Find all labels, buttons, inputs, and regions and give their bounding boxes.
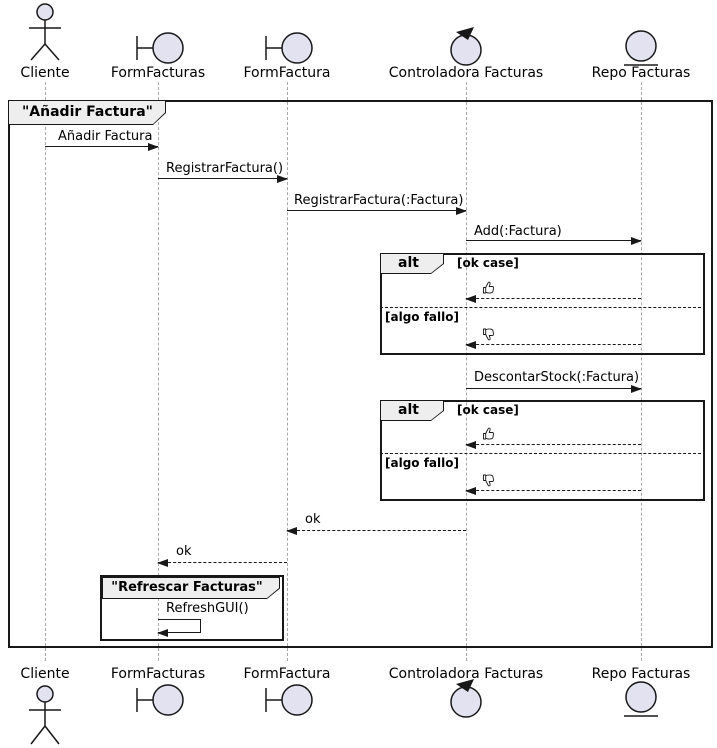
- participant-label: Cliente: [20, 65, 70, 81]
- frame-title-tab: [8, 100, 166, 125]
- boundary-icon: [136, 684, 184, 716]
- frame-title: "Añadir Factura": [22, 104, 153, 120]
- message-label: DescontarStock(:Factura): [474, 370, 640, 385]
- participant-label: FormFacturas: [110, 65, 206, 81]
- message-arrow: [466, 237, 642, 245]
- participant-label: Cliente: [20, 666, 70, 682]
- message-label: RefreshGUI(): [166, 601, 249, 616]
- participant-label: FormFactura: [243, 65, 331, 81]
- entity-icon: [624, 681, 658, 717]
- return-arrow: [465, 441, 641, 449]
- participant-label: Controladora Facturas: [388, 666, 544, 682]
- message-arrow: [466, 385, 642, 393]
- control-icon: [450, 27, 482, 66]
- boundary-icon: [265, 32, 313, 64]
- message-label: Add(:Factura): [474, 224, 562, 239]
- participant-label: FormFactura: [243, 666, 331, 682]
- alt-fragment: [380, 400, 705, 501]
- alt-operator-tab: [380, 253, 444, 274]
- return-arrow: [157, 559, 287, 567]
- actor-icon: [29, 3, 61, 61]
- participant-label: FormFacturas: [110, 666, 206, 682]
- return-arrow: [465, 295, 641, 303]
- boundary-icon: [265, 684, 313, 716]
- group-title-tab: [102, 577, 280, 599]
- lifeline-repo: [641, 82, 642, 661]
- thumbs-down-icon: [483, 328, 494, 341]
- lifeline-formfactura: [287, 82, 288, 661]
- message-label: RegistrarFactura(:Factura): [294, 193, 464, 208]
- alt-fragment: [380, 253, 705, 355]
- message-label: ok: [176, 544, 192, 559]
- group-title: "Refrescar Facturas": [111, 580, 263, 595]
- alt-operator: alt: [398, 255, 419, 271]
- thumbs-down-icon: [483, 474, 494, 487]
- lifeline-controladora: [466, 82, 467, 661]
- message-arrow: [45, 143, 159, 151]
- participant-label: Repo Facturas: [591, 65, 691, 81]
- thumbs-up-icon: [483, 427, 494, 440]
- group-refrescar-facturas: [100, 575, 284, 641]
- guard-ok-case: [ok case]: [457, 403, 519, 417]
- guard-algo-fallo: [algo fallo]: [385, 456, 459, 470]
- participant-label: Repo Facturas: [591, 666, 691, 682]
- guard-algo-fallo: [algo fallo]: [385, 310, 459, 324]
- message-label: RegistrarFactura(): [166, 161, 284, 176]
- lifeline-cliente: [45, 82, 46, 661]
- entity-icon: [624, 30, 658, 66]
- return-arrow: [465, 341, 641, 349]
- boundary-icon: [136, 32, 184, 64]
- return-arrow: [465, 487, 641, 495]
- message-label: ok: [305, 512, 321, 527]
- participant-label: Controladora Facturas: [388, 65, 544, 81]
- lifeline-formfacturas: [158, 82, 159, 661]
- message-label: Añadir Factura: [58, 129, 153, 144]
- control-icon: [450, 679, 482, 718]
- alt-divider: [380, 307, 701, 308]
- frame-anadir-factura: [8, 100, 713, 648]
- self-message-arrow: [157, 619, 201, 637]
- message-arrow: [158, 175, 288, 183]
- actor-icon: [29, 685, 61, 745]
- alt-operator: alt: [398, 402, 419, 418]
- guard-ok-case: [ok case]: [457, 256, 519, 270]
- return-arrow: [286, 527, 466, 535]
- alt-operator-tab: [380, 400, 444, 421]
- message-arrow: [287, 207, 467, 215]
- thumbs-up-icon: [483, 281, 494, 294]
- alt-divider: [380, 453, 701, 454]
